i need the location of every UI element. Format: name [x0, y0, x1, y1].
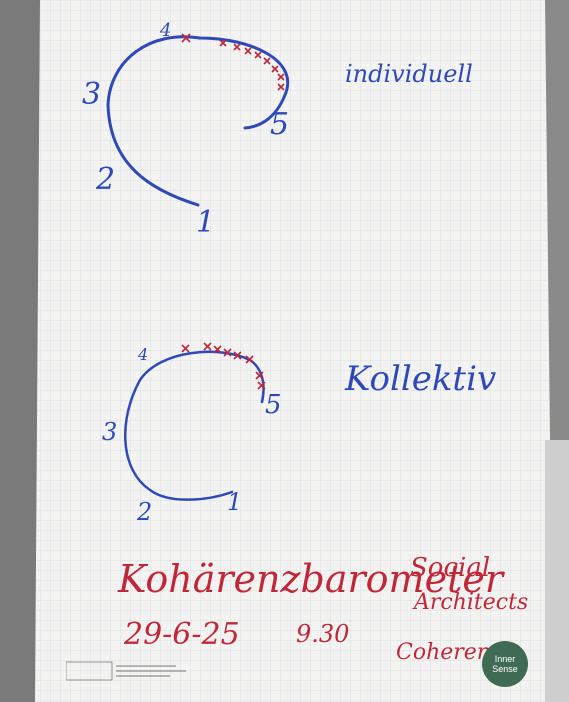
bottom-point-label: 4: [138, 345, 149, 364]
left-wall: [0, 0, 40, 702]
top-point-label: 2: [96, 162, 116, 197]
side-note-line: Coherent: [396, 640, 500, 665]
badge-label: Inner Sense: [492, 654, 518, 674]
top-point-label: 5: [270, 107, 290, 142]
time-text: 9.30: [296, 620, 350, 648]
top-chart-label: individuell: [345, 60, 473, 88]
green-badge: Inner Sense: [482, 641, 528, 687]
bottom-point-label: 2: [137, 498, 153, 526]
bottom-red-marks: [181, 342, 266, 390]
side-note-line: Architects: [414, 590, 529, 615]
title-text: Kohärenzbarometer: [118, 557, 503, 601]
top-point-label: 4: [160, 20, 172, 41]
bottom-point-label: 3: [102, 418, 118, 446]
bottom-point-label: 5: [265, 390, 282, 420]
printed-logo: [66, 661, 186, 681]
top-point-label: 1: [196, 205, 216, 240]
bottom-point-label: 1: [227, 488, 243, 516]
top-point-label: 3: [82, 77, 102, 112]
bottom-chart-label: Kollektiv: [345, 359, 497, 399]
date-text: 29-6-25: [124, 617, 240, 652]
wall-shelf: [545, 440, 569, 702]
top-red-marks: [181, 33, 285, 91]
side-note-line: Social: [410, 553, 491, 583]
